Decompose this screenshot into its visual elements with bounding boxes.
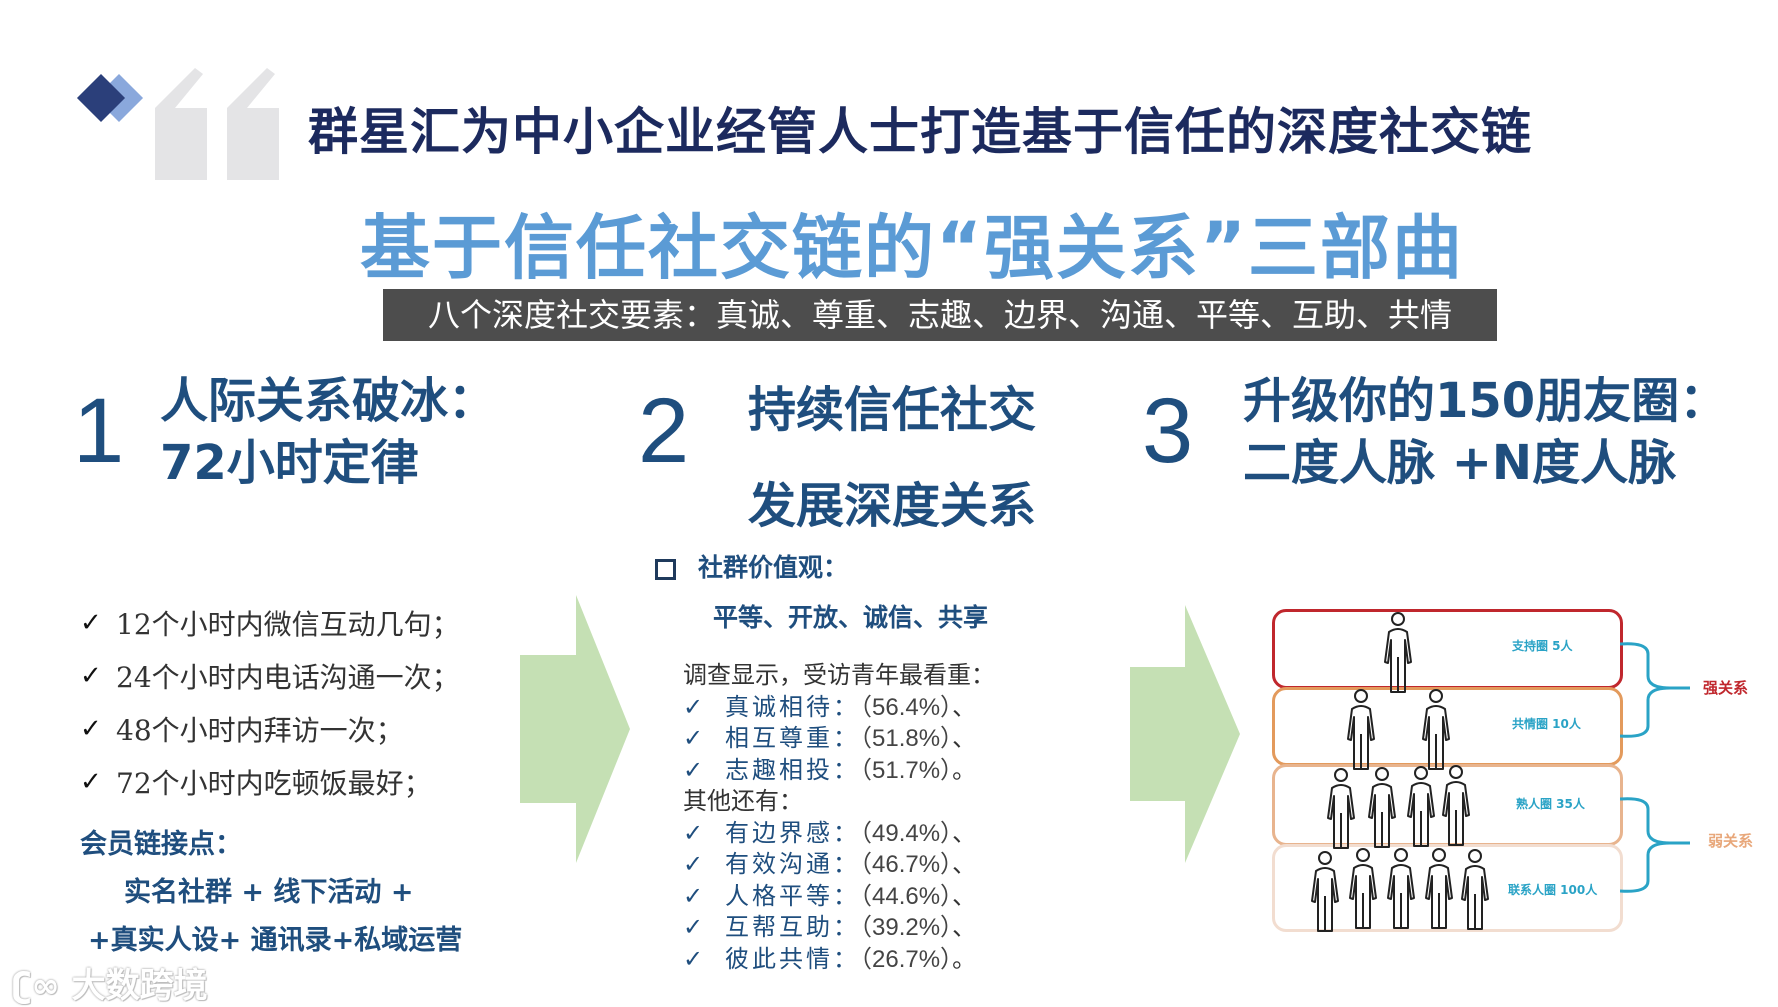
subtitle: 基于信任社交链的“强关系”三部曲 <box>360 207 1465 289</box>
step-3-number: 3 <box>1142 380 1194 482</box>
layer-label: 熟人圈 35人 <box>1516 797 1585 811</box>
check-icon: ✓ <box>80 713 102 744</box>
check-icon: ✓ <box>683 881 704 910</box>
person-icon <box>1387 848 1415 929</box>
step-1-line2: 72小时定律 <box>160 435 419 491</box>
step-1-heading: 人际关系破冰： 72小时定律 <box>160 370 496 494</box>
community-heading: 社群价值观： <box>655 548 848 584</box>
checkbox-square-icon <box>655 558 676 580</box>
member-title: 会员链接点： <box>80 829 242 860</box>
watermark: ʗ∞ 大数跨境 <box>12 966 208 1006</box>
rule72-list: ✓12个小时内微信互动几句； ✓24个小时内电话沟通一次； ✓48个小时内拜访一… <box>80 596 460 808</box>
survey-others-intro: 其他还有： <box>683 787 803 815</box>
check-icon: ✓ <box>683 755 704 784</box>
check-icon: ✓ <box>683 944 704 973</box>
survey-item: ✓彼此共情：（26.7%）。 <box>683 944 995 976</box>
survey-item: ✓有效沟通：（46.7%）、 <box>683 849 995 881</box>
arrow-right-icon <box>1130 605 1240 863</box>
page-title: 群星汇为中小企业经管人士打造基于信任的深度社交链 <box>308 103 1532 161</box>
person-icon <box>1407 766 1435 847</box>
survey-item: ✓相互尊重：（51.8%）、 <box>683 723 995 755</box>
elements-bar: 八个深度社交要素：真诚、尊重、志趣、边界、沟通、平等、互助、共情 <box>383 289 1497 341</box>
community-values: 平等、开放、诚信、共享 <box>713 603 989 632</box>
bracket-weak-icon <box>1620 797 1690 893</box>
survey-item: ✓人格平等：（44.6%）、 <box>683 881 995 913</box>
layer-label: 联系人圈 100人 <box>1508 883 1598 897</box>
list-item: ✓72个小时内吃顿饭最好； <box>80 766 432 800</box>
strong-relation-label: 强关系 <box>1703 679 1749 697</box>
person-icon <box>1422 689 1450 770</box>
member-line-2: +真实人设+ 通讯录+私域运营 <box>88 925 463 956</box>
layer-label: 支持圈 5人 <box>1512 639 1573 653</box>
survey-block: 调查显示，受访青年最看重： ✓真诚相待：（56.4%）、 ✓相互尊重：（51.8… <box>683 660 995 975</box>
check-icon: ✓ <box>683 850 704 878</box>
step-2-line2: 发展深度关系 <box>748 478 1037 534</box>
arrow-right-icon <box>520 595 630 863</box>
person-icon <box>1349 848 1377 929</box>
check-icon: ✓ <box>683 692 704 721</box>
person-icon <box>1347 689 1375 770</box>
survey-intro: 调查显示，受访青年最看重： <box>683 661 995 689</box>
person-icon <box>1384 612 1412 693</box>
survey-item: ✓互帮互助：（39.2%）、 <box>683 912 995 944</box>
check-icon: ✓ <box>683 818 704 847</box>
list-item: ✓24个小时内电话沟通一次； <box>80 660 460 694</box>
step-2-line1: 持续信任社交 <box>748 382 1037 438</box>
check-icon: ✓ <box>683 913 704 941</box>
check-icon: ✓ <box>80 766 102 797</box>
step-1-number: 1 <box>73 380 125 482</box>
list-item: ✓48个小时内拜访一次； <box>80 713 404 747</box>
person-icon <box>1311 851 1339 932</box>
bracket-strong-icon <box>1620 642 1690 738</box>
step-2-number: 2 <box>638 380 690 482</box>
weak-relation-label: 弱关系 <box>1708 832 1754 850</box>
list-item: ✓12个小时内微信互动几句； <box>80 607 460 641</box>
person-icon <box>1442 765 1470 846</box>
step-3-line2: 二度人脉 +N度人脉 <box>1243 435 1677 491</box>
person-icon <box>1461 849 1489 930</box>
step-2-heading: 持续信任社交 发展深度关系 <box>748 362 1036 554</box>
layer-label: 共情圈 10人 <box>1512 717 1581 731</box>
survey-item: ✓志趣相投：（51.7%）。 <box>683 755 995 787</box>
check-icon: ✓ <box>683 724 704 752</box>
check-icon: ✓ <box>80 660 102 691</box>
step-1-line1: 人际关系破冰： <box>160 373 497 429</box>
person-icon <box>1425 848 1453 929</box>
person-icon <box>1368 767 1396 848</box>
step-3-line1: 升级你的150朋友圈： <box>1243 373 1728 429</box>
person-icon <box>1327 768 1355 849</box>
survey-item: ✓真诚相待：（56.4%）、 <box>683 692 995 724</box>
member-line-1: 实名社群 + 线下活动 + <box>124 877 414 908</box>
survey-item: ✓有边界感：（49.4%）、 <box>683 818 995 850</box>
check-icon: ✓ <box>80 607 102 638</box>
step-3-heading: 升级你的150朋友圈： 二度人脉 +N度人脉 <box>1243 370 1727 494</box>
watermark-logo-icon: ʗ∞ <box>12 966 72 1006</box>
